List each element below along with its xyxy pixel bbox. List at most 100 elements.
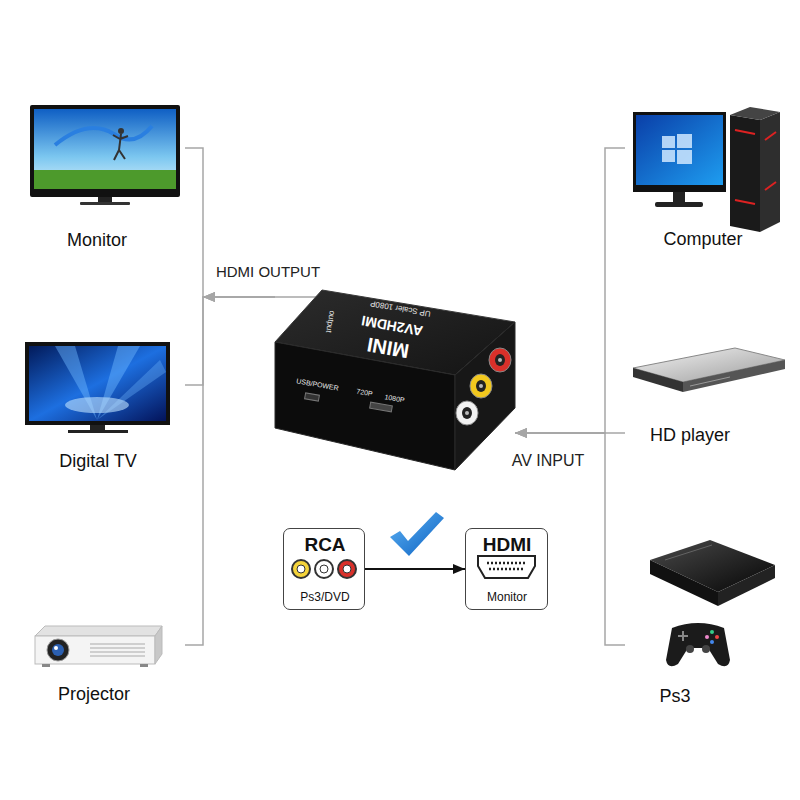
converter-picture-part (370, 402, 393, 412)
ps3-picture-part (710, 630, 714, 634)
device-marking: 720P (356, 388, 373, 398)
projector-picture-part (155, 626, 162, 664)
device-label: Monitor (67, 231, 127, 251)
device-label: Computer (663, 230, 742, 250)
edge-label-holder: AV INPUT (510, 452, 587, 470)
computer-picture-part (677, 134, 692, 148)
computer-picture-part (730, 107, 780, 120)
ps3-picture-part (705, 635, 709, 639)
arrow-head (453, 564, 465, 574)
monitor-picture-part (55, 126, 152, 145)
hd-player-picture-part (683, 360, 785, 392)
rca-symbol-part (315, 560, 333, 578)
converter-picture-part (275, 342, 455, 470)
connector-line (365, 568, 465, 570)
computer-picture (633, 107, 780, 232)
computer-picture-part (735, 130, 755, 204)
device-marking: UP Scaler 1080P (370, 298, 432, 317)
rca-symbol-part (343, 565, 351, 573)
computer-picture-part (765, 132, 776, 190)
converter-picture-part (455, 322, 515, 470)
hd-player-picture (633, 348, 785, 392)
monitor-picture-part (30, 105, 180, 197)
computer-picture-part (633, 112, 726, 192)
digital-tv-picture (25, 342, 170, 433)
converter-picture-part (476, 380, 486, 392)
edge-label: AV INPUT (510, 452, 587, 470)
arrow-head (515, 428, 527, 438)
computer-picture-part (730, 115, 760, 232)
computer-picture-part (677, 150, 692, 164)
label-holder: HDMI (483, 535, 532, 556)
converter-box: MINIAV2HDMIUP Scaler 1080PoutputUSB/POWE… (275, 290, 515, 470)
computer-picture-part (662, 150, 675, 162)
device-marking: MINI (365, 334, 410, 363)
converter-picture-part (305, 393, 320, 401)
label-holder: Projector (58, 685, 130, 705)
monitor-picture-part (34, 109, 176, 189)
rca-symbol-part (320, 565, 328, 573)
projector-picture (35, 626, 162, 667)
arrow-head (203, 292, 215, 302)
rca-symbol-part (338, 560, 356, 578)
hdmi-symbol (478, 556, 535, 578)
device-label: HDMI (483, 535, 532, 556)
monitor-device: Monitor (25, 100, 185, 255)
digital-tv-picture-part (29, 346, 166, 421)
converter-picture-part (456, 401, 478, 425)
device-label: Projector (58, 685, 130, 705)
projector-picture-part (42, 664, 50, 667)
converter-picture-part (275, 296, 318, 298)
label-holder: Ps3 (659, 687, 690, 707)
arrow-head (515, 428, 527, 438)
device-label: Monitor (487, 591, 527, 604)
converter-picture-part (495, 354, 505, 366)
arrow-head (515, 428, 527, 438)
hd-player-device: HD player (625, 340, 790, 455)
check-mark-part (390, 512, 444, 556)
digital-tv-picture-part (25, 342, 170, 425)
ps3-picture-part (665, 545, 712, 560)
rca-symbol-part (297, 565, 305, 573)
converter-picture-part (479, 384, 483, 388)
connector (365, 564, 465, 574)
label-holder: 1080P (383, 385, 406, 406)
label-holder: Computer (663, 230, 742, 250)
monitor-picture-part (98, 197, 112, 202)
ps3-picture-part (678, 631, 688, 641)
ps3-picture-part (715, 635, 719, 639)
monitor-picture (30, 105, 180, 205)
label-holder: RCA (304, 535, 345, 556)
projector-picture-part (90, 644, 145, 656)
label-holder: Digital TV (59, 452, 137, 472)
label-holder: Monitor (67, 231, 127, 251)
ps3-picture-part (702, 645, 710, 653)
projector-picture-part (54, 646, 58, 650)
converter-picture-part (470, 374, 492, 398)
projector-picture-part (140, 664, 148, 667)
label-holder: Monitor (487, 587, 527, 605)
ps3-picture-part (710, 640, 714, 644)
device-label: Ps3/DVD (300, 591, 349, 604)
hdmi-symbol-part (478, 556, 535, 578)
hdmi-icon-box: HDMI Monitor (465, 528, 548, 610)
edge-label-holder: HDMI OUTPUT (214, 263, 322, 281)
connector (185, 292, 275, 645)
monitor-picture-part (113, 134, 128, 160)
digital-tv-picture-part (68, 430, 128, 433)
device-marking: output (323, 310, 336, 333)
device-label: RCA (304, 535, 345, 556)
device-label: Ps3 (659, 687, 690, 707)
label-holder: 720P (355, 380, 374, 401)
connector (185, 292, 275, 385)
rca-icon-box: RCA Ps3/DVD (283, 528, 365, 610)
converter-picture-part (498, 358, 502, 362)
device-marking: 1080P (384, 393, 405, 404)
hd-player-picture-part (690, 377, 730, 386)
computer-device: Computer (625, 100, 785, 255)
monitor-picture-part (118, 128, 124, 134)
label-holder: HD player (650, 426, 730, 446)
projector-picture-part (52, 644, 64, 656)
label-holder: output (322, 309, 344, 334)
ps3-picture-part (686, 645, 694, 653)
